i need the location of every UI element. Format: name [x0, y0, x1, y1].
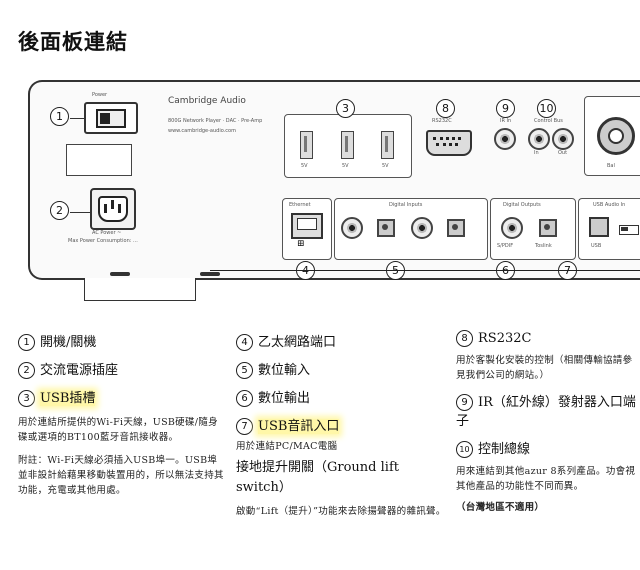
control-bus-out-jack [552, 128, 574, 150]
ac-label: AC Power ~ [92, 230, 122, 236]
ac-sublabel: Max Power Consumption: ... [68, 238, 138, 244]
xlr-connector [597, 117, 635, 155]
usb-label-3: 5V [382, 163, 389, 169]
usb-label-2: 5V [342, 163, 349, 169]
ir-label: IR In [500, 118, 512, 124]
xlr-output-box: Bal [584, 96, 640, 176]
digital-input-coax-2 [411, 217, 433, 239]
usb-note: 附註：Wi-Fi天線必須插入USB埠一。USB埠並非設計給藉果移動裝置用的，所以… [18, 455, 224, 496]
model-text: 800G Network Player · DAC · Pre-Amp [168, 118, 263, 124]
ir-jack [494, 128, 516, 150]
power-switch [84, 102, 138, 134]
usb-audio-label: USB Audio In [593, 202, 626, 208]
page-title: 後面板連結 [18, 29, 128, 54]
legend-item-7-desc: 用於連結PC/MAC電腦 [236, 441, 338, 452]
digital-inputs-label: Digital Inputs [389, 202, 423, 208]
legend-item-8-desc: 用於客製化安裝的控制（相關傳輸協請參見我們公司的網站。） [456, 355, 633, 381]
usb-port-2 [341, 131, 354, 159]
usb-audio-box: USB Audio In USB [578, 198, 640, 260]
digital-input-coax-1 [341, 217, 363, 239]
bal-label: Bal [607, 163, 615, 169]
spdif-label: S/PDIF [497, 243, 514, 249]
blank-plate [66, 144, 132, 176]
digital-inputs-box: Digital Inputs [334, 198, 488, 260]
digital-outputs-label: Digital Outputs [503, 202, 541, 208]
callout-9: 9 [496, 99, 515, 118]
ethernet-label: Ethernet [289, 202, 311, 208]
power-label: Power [92, 92, 108, 98]
callout-1: 1 [50, 107, 69, 126]
digital-output-coax [501, 217, 523, 239]
rs232-label: RS232C [432, 118, 452, 124]
brand-logo: Cambridge Audio [168, 96, 246, 106]
network-icon: ⊞ [297, 239, 305, 249]
ground-lift-switch [619, 225, 639, 235]
usb-port-3 [381, 131, 394, 159]
legend-item-10-desc: 用來連結到其他azur 8系列產品。功會視其他產品的功能性不同而異。 [456, 466, 636, 492]
toslink-label: Toslink [535, 243, 552, 249]
web-text: www.cambridge-audio.com [168, 128, 236, 134]
usb-b-port [589, 217, 609, 237]
callout-10: 10 [537, 99, 556, 118]
device-stand [84, 278, 196, 301]
control-bus-label: Control Bus [534, 118, 563, 124]
control-bus-in-label: In [534, 150, 539, 156]
ethernet-port [291, 213, 323, 239]
ground-lift-desc: 啟動“Lift（提升）”功能來去除揚聲器的雜訊聲。 [236, 506, 446, 517]
taiwan-note: （台灣地區不適用） [456, 502, 545, 513]
control-bus-in-jack [528, 128, 550, 150]
callout-3: 3 [336, 99, 355, 118]
callout-8: 8 [436, 99, 455, 118]
ethernet-box: Ethernet ⊞ [282, 198, 332, 260]
digital-outputs-box: Digital Outputs S/PDIF Toslink [490, 198, 576, 260]
legend-item-3-desc: 用於連結所提供的Wi-Fi天線，USB硬碟/隨身碟或選項的BT100藍牙音訊接收… [18, 417, 218, 443]
ground-lift-title: 接地提升開關（Ground lift switch） [236, 460, 399, 495]
control-bus-out-label: Out [558, 150, 568, 156]
usb-audio-sublabel: USB [591, 243, 602, 249]
digital-input-optical-2 [447, 219, 465, 237]
digital-input-optical-1 [377, 219, 395, 237]
ac-power-socket [90, 188, 136, 230]
usb-port-1 [300, 131, 313, 159]
rs232-port [426, 130, 472, 156]
usb-ports-group: 5V 5V 5V [284, 114, 412, 178]
callout-2: 2 [50, 201, 69, 220]
digital-output-optical [539, 219, 557, 237]
usb-label-1: 5V [301, 163, 308, 169]
